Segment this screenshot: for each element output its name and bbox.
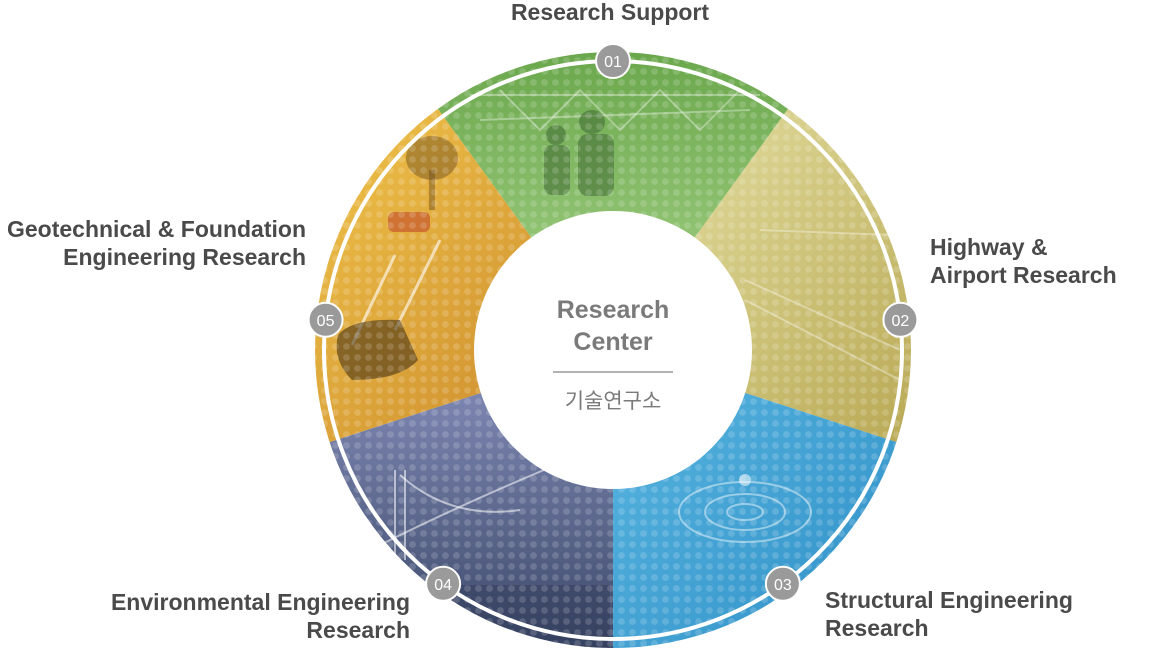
label-research-support[interactable]: Research Support [460, 0, 760, 26]
badge-number: 02 [892, 313, 910, 330]
label-structural-engineering[interactable]: Structural Engineering Research [825, 586, 1073, 642]
badge-number: 03 [774, 577, 792, 594]
badge-number: 05 [317, 313, 335, 330]
center-title-line2: Center [573, 328, 652, 356]
number-badge-05: 05 [307, 301, 344, 338]
label-line: Structural Engineering [825, 587, 1073, 613]
label-line: Environmental Engineering [110, 589, 410, 615]
label-line: Highway & [930, 234, 1048, 260]
label-highway-airport[interactable]: Highway & Airport Research [930, 233, 1117, 289]
number-badge-01: 01 [595, 43, 631, 79]
label-line: Engineering Research [63, 244, 306, 270]
center-subtitle: 기술연구소 [565, 389, 662, 413]
label-line: Geotechnical & Foundation [6, 216, 306, 242]
number-badge-02: 02 [882, 301, 919, 338]
label-line: Research [825, 615, 929, 641]
label-line: Airport Research [930, 262, 1117, 288]
label-geotechnical-foundation[interactable]: Geotechnical & Foundation Engineering Re… [0, 215, 306, 271]
label-line: Research [306, 617, 410, 643]
badge-number: 04 [434, 577, 452, 594]
number-badge-03: 03 [764, 565, 801, 602]
badge-number: 01 [604, 54, 622, 71]
center-hub: Research Center 기술연구소 [474, 211, 752, 489]
number-badge-04: 04 [425, 565, 462, 602]
label-environmental-engineering[interactable]: Environmental Engineering Research [60, 588, 410, 644]
center-title-line1: Research [557, 296, 670, 324]
label-line: Research Support [510, 0, 710, 25]
